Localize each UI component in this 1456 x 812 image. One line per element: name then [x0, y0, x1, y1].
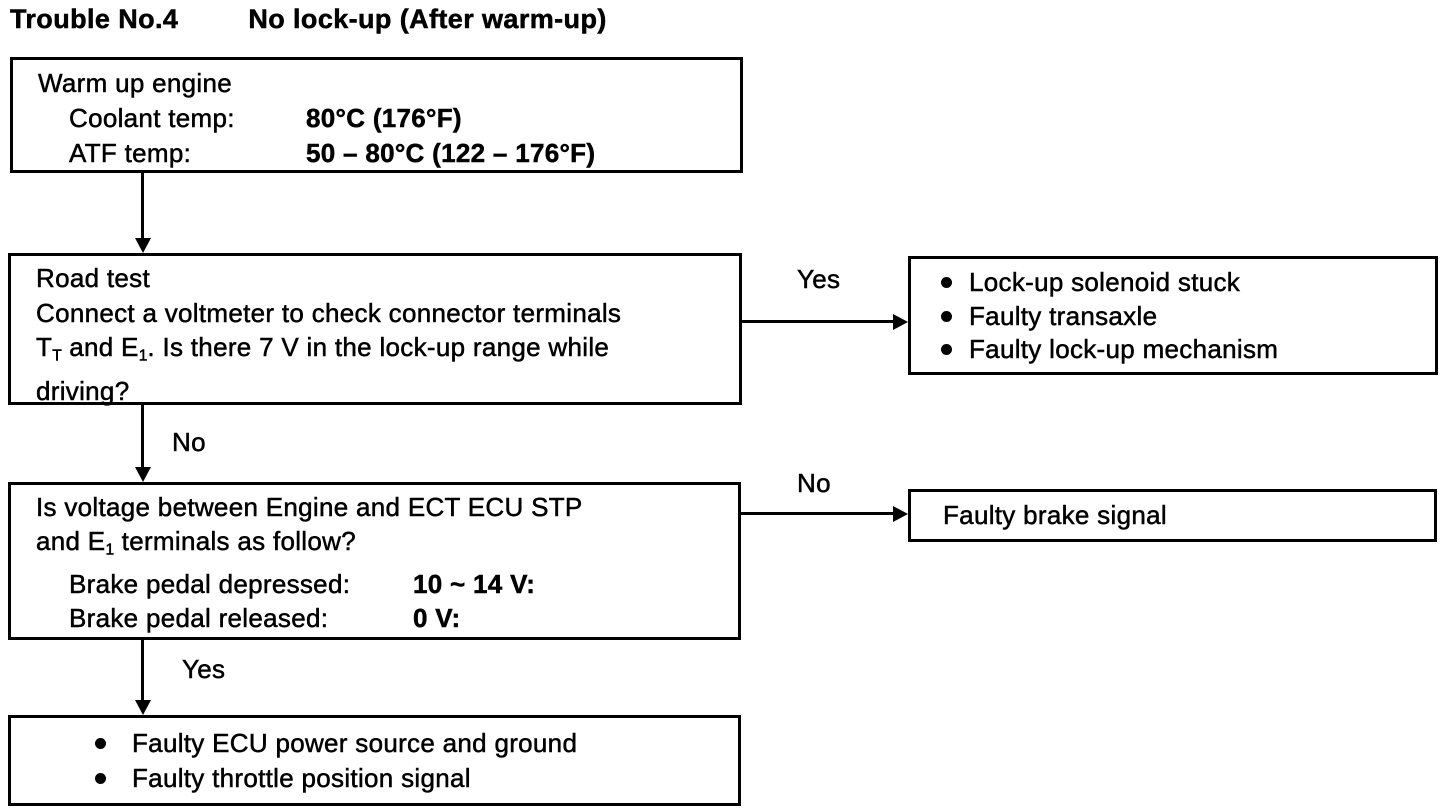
spec-row: Brake pedal released: 0 V: [36, 601, 730, 635]
brake-signal-box: Faulty brake signal [908, 489, 1437, 542]
bullet-icon [941, 310, 952, 322]
page-title: Trouble No.4 No lock-up (After warm-up) [10, 4, 607, 35]
box-line: and E1 terminals as follow? [36, 526, 356, 559]
road-test-box: Road test Connect a voltmeter to check c… [8, 253, 742, 406]
terminal-subscript: 1 [105, 541, 115, 559]
arrow-down-icon [135, 467, 151, 482]
cause-item: Faulty lock-up mechanism [941, 333, 1435, 367]
cause-text: Faulty lock-up mechanism [969, 334, 1279, 365]
spec-value: 50 – 80°C (122 – 176°F) [306, 138, 596, 169]
cause-item: Faulty transaxle [941, 300, 1435, 334]
connector-line [741, 512, 894, 515]
lockup-causes-box: Lock-up solenoid stuck Faulty transaxle … [908, 256, 1438, 375]
branch-label-no: No [172, 427, 206, 458]
spec-label: ATF temp: [69, 138, 192, 169]
arrow-right-icon [893, 314, 908, 330]
voltage-check-box: Is voltage between Engine and ECT ECU ST… [8, 482, 741, 640]
box-line: TT and E1. Is there 7 V in the lock-up r… [36, 332, 610, 365]
connector-line [141, 640, 144, 701]
cause-text: Faulty transaxle [969, 300, 1158, 332]
branch-label-yes: Yes [797, 264, 841, 295]
box-line: Connect a voltmeter to check connector t… [36, 297, 622, 328]
box-line: Warm up engine [38, 68, 232, 99]
bullet-icon [941, 277, 952, 289]
terminal-subscript: T [52, 347, 62, 365]
spec-row: ATF temp: 50 – 80°C (122 – 176°F) [38, 136, 730, 171]
cause-text: Faulty ECU power source and ground [132, 728, 578, 759]
cause-text: Lock-up solenoid stuck [969, 267, 1241, 298]
box-line: driving? [36, 375, 130, 406]
spec-label: Brake pedal released: [69, 603, 329, 634]
branch-label-yes: Yes [182, 654, 226, 685]
spec-row: Coolant temp: 80°C (176°F) [38, 101, 730, 136]
cause-item: Lock-up solenoid stuck [941, 266, 1435, 300]
connector-line [141, 405, 144, 468]
spec-value: 80°C (176°F) [306, 103, 462, 134]
warm-up-engine-box: Warm up engine Coolant temp: 80°C (176°F… [10, 57, 743, 173]
spec-row: Brake pedal depressed: 10 ~ 14 V: [36, 567, 730, 601]
spec-label: Brake pedal depressed: [69, 569, 351, 600]
cause-item: Faulty ECU power source and ground [95, 726, 738, 761]
spec-label: Coolant temp: [69, 103, 235, 134]
arrow-right-icon [893, 506, 908, 522]
cause-item: Faulty throttle position signal [95, 761, 738, 796]
cause-text: Faulty brake signal [943, 500, 1167, 531]
terminal-subscript: 1 [138, 347, 148, 365]
trouble-name: No lock-up (After warm-up) [248, 4, 607, 35]
connector-line [742, 320, 894, 323]
bullet-icon [95, 773, 106, 784]
bullet-icon [941, 344, 952, 356]
box-line: Road test [36, 263, 150, 293]
connector-line [141, 172, 144, 239]
branch-label-no: No [797, 468, 831, 499]
box-line: Is voltage between Engine and ECT ECU ST… [36, 492, 583, 523]
ecu-causes-box: Faulty ECU power source and ground Fault… [8, 715, 741, 806]
spec-value: 10 ~ 14 V: [413, 569, 536, 600]
bullet-icon [95, 738, 106, 749]
cause-text: Faulty throttle position signal [132, 763, 471, 794]
arrow-down-icon [135, 238, 151, 253]
trouble-number: Trouble No.4 [10, 4, 179, 35]
spec-value: 0 V: [413, 603, 461, 634]
arrow-down-icon [135, 700, 151, 715]
